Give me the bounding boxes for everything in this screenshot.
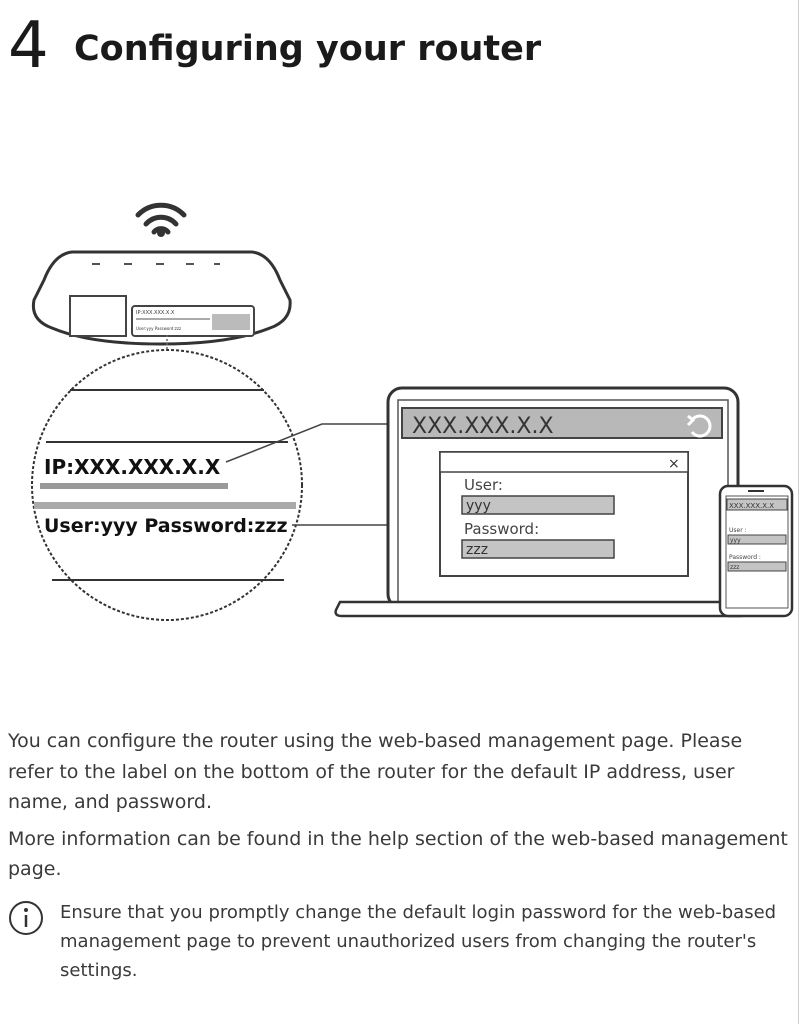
phone-address-bar [726, 498, 788, 511]
dialog-password-value: zzz [466, 542, 488, 558]
dialog-password-field [461, 539, 615, 559]
refresh-icon [686, 414, 712, 438]
laptop-address-bar [401, 407, 723, 439]
router-setup-illustration: IP:XXX.XXX.X.X User:yyy Password:zzz IP:… [0, 150, 800, 650]
body-text: You can configure the router using the w… [8, 726, 788, 891]
phone-user-value: yyy [730, 537, 741, 544]
dialog-user-label: User: [464, 476, 503, 494]
wifi-dot [157, 229, 165, 237]
laptop-url-text: XXX.XXX.X.X [412, 414, 554, 439]
phone-password-value: zzz [730, 564, 739, 571]
body-paragraph-help: More information can be found in the hel… [8, 827, 788, 881]
label-credentials-text: User:yyy Password:zzz [44, 515, 288, 537]
illustration-svg: IP:XXX.XXX.X.X User:yyy Password:zzz IP:… [31, 202, 794, 621]
dialog-user-field [461, 495, 615, 515]
ip-leader-line [225, 423, 402, 463]
router-port-panel [69, 295, 127, 337]
chapter-number: 4 [8, 9, 49, 83]
dialog-close-icon: × [668, 456, 680, 472]
dialog-password-label: Password: [464, 520, 539, 538]
phone-password-label: Password : [729, 554, 761, 561]
dialog-user-value: yyy [466, 498, 491, 514]
chapter-title: Configuring your router [74, 29, 542, 69]
note-text: Ensure that you promptly change the defa… [60, 902, 777, 981]
router-small-ip: IP:XXX.XXX.X.X [136, 310, 175, 316]
phone-url-text: XXX.XXX.X.X [729, 502, 774, 510]
label-ip-text: IP:XXX.XXX.X.X [44, 455, 221, 479]
phone: XXX.XXX.X.X User : yyy Password : zzz [718, 484, 794, 618]
router: IP:XXX.XXX.X.X User:yyy Password:zzz [31, 250, 292, 346]
label-magnifier: IP:XXX.XXX.X.X User:yyy Password:zzz [31, 349, 303, 621]
laptop: XXX.XXX.X.X × User: yyy Password: zzz [334, 386, 750, 618]
page-edge-rule [798, 0, 799, 1024]
info-icon [9, 901, 43, 935]
wifi-icon [135, 202, 187, 235]
body-paragraph-configure: You can configure the router using the w… [8, 730, 743, 813]
phone-user-label: User : [729, 527, 747, 534]
router-small-credentials: User:yyy Password:zzz [136, 326, 181, 331]
